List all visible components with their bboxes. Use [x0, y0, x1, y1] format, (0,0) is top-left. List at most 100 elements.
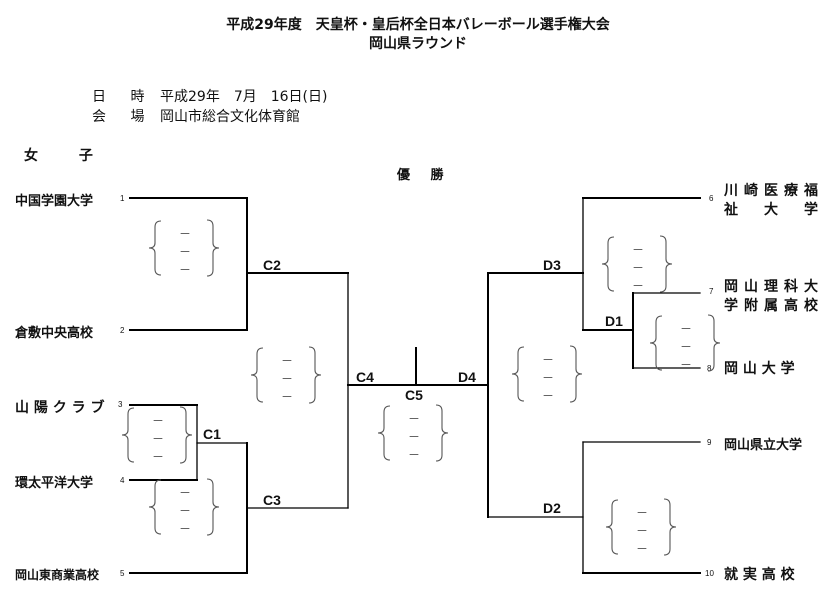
left-brace-icon — [605, 499, 619, 555]
score-box-d2[interactable]: － － － — [602, 498, 686, 556]
set-score: － — [152, 414, 165, 428]
set-score: － — [179, 486, 192, 500]
match-label-d1: D1 — [605, 313, 623, 329]
right-brace-icon — [179, 406, 193, 464]
match-label-c1: C1 — [203, 426, 221, 442]
team-6-seed: 6 — [709, 194, 714, 203]
team-7-name-line1: 岡山理科大 — [724, 279, 824, 295]
score-box-d3[interactable]: － － － — [598, 235, 682, 293]
set-score: － — [542, 389, 555, 403]
set-score: － — [152, 450, 165, 464]
left-brace-icon — [121, 407, 135, 463]
set-score: － — [179, 263, 192, 277]
brace-pair-icon — [250, 346, 322, 404]
set-score: － — [680, 358, 693, 372]
set-score: － — [281, 354, 294, 368]
match-label-c4: C4 — [356, 369, 374, 385]
team-4-seed: 4 — [120, 476, 125, 485]
team-2-name: 倉敷中央高校 — [15, 326, 94, 341]
score-box-c5[interactable]: － － － — [374, 404, 458, 462]
team-7-name-line2: 学附属高校 — [724, 298, 824, 314]
left-brace-icon — [377, 405, 391, 461]
champion-label: 優 勝 — [397, 168, 452, 183]
match-label-d2: D2 — [543, 500, 561, 516]
date-value: 平成29年 7月 16日(日) — [160, 89, 328, 105]
set-score: － — [636, 524, 649, 538]
set-score: － — [632, 279, 645, 293]
set-score: － — [636, 506, 649, 520]
left-brace-icon — [511, 346, 525, 402]
score-box-c3[interactable]: － － － — [145, 478, 229, 536]
score-box-d4[interactable]: － － － — [508, 345, 592, 403]
left-brace-icon — [148, 479, 162, 535]
brace-pair-icon — [511, 345, 583, 403]
brace-pair-icon — [148, 219, 220, 277]
team-7-seed: 7 — [709, 287, 714, 296]
right-brace-icon — [663, 498, 677, 556]
match-label-d4: D4 — [458, 369, 476, 385]
set-score: － — [408, 412, 421, 426]
match-label-c2: C2 — [263, 257, 281, 273]
brace-pair-icon — [148, 478, 220, 536]
team-2-seed: 2 — [120, 326, 125, 335]
set-score: － — [408, 448, 421, 462]
set-score: － — [542, 371, 555, 385]
set-score: － — [632, 243, 645, 257]
venue-label: 会 場 — [92, 109, 155, 125]
score-box-c1[interactable]: － － － — [118, 406, 202, 464]
set-score: － — [179, 522, 192, 536]
team-9-name: 岡山県立大学 — [724, 438, 803, 453]
team-1-seed: 1 — [120, 194, 125, 203]
tournament-subtitle: 岡山県ラウンド — [369, 36, 467, 52]
set-score: － — [636, 542, 649, 556]
match-label-c3: C3 — [263, 492, 281, 508]
score-box-c2[interactable]: － － － — [145, 219, 229, 277]
brace-pair-icon — [601, 235, 673, 293]
right-brace-icon — [569, 345, 583, 403]
brace-pair-icon — [377, 404, 449, 462]
set-score: － — [632, 261, 645, 275]
right-brace-icon — [206, 478, 220, 536]
set-score: － — [281, 372, 294, 386]
right-brace-icon — [659, 235, 673, 293]
team-5-name: 岡山東商業高校 — [15, 568, 100, 582]
venue-value: 岡山市総合文化体育館 — [160, 109, 300, 125]
date-label: 日 時 — [92, 89, 155, 105]
brace-pair-icon — [649, 314, 721, 372]
left-brace-icon — [148, 220, 162, 276]
set-score: － — [281, 390, 294, 404]
division-label: 女 子 — [24, 148, 111, 164]
team-5-seed: 5 — [120, 569, 125, 578]
set-score: － — [152, 432, 165, 446]
match-label-c5: C5 — [405, 387, 423, 403]
match-label-d3: D3 — [543, 257, 561, 273]
left-brace-icon — [601, 236, 615, 292]
score-box-d1[interactable]: － － － — [646, 314, 730, 372]
set-score: － — [680, 340, 693, 354]
set-score: － — [179, 245, 192, 259]
team-1-name: 中国学園大学 — [15, 194, 94, 209]
team-8-name: 岡 山 大 学 — [724, 361, 795, 377]
team-6-name-line2: 祉 大 学 — [724, 202, 824, 218]
team-10-seed: 10 — [705, 569, 714, 578]
set-score: － — [542, 353, 555, 367]
right-brace-icon — [707, 314, 721, 372]
set-score: － — [179, 504, 192, 518]
tournament-title: 平成29年度 天皇杯・皇后杯全日本バレーボール選手権大会 — [226, 17, 610, 33]
team-3-seed: 3 — [118, 400, 123, 409]
team-10-name: 就 実 高 校 — [724, 567, 795, 583]
team-4-name: 環太平洋大学 — [15, 476, 94, 491]
brace-pair-icon — [121, 406, 193, 464]
left-brace-icon — [250, 347, 264, 403]
set-score: － — [408, 430, 421, 444]
brace-pair-icon — [605, 498, 677, 556]
score-box-c4[interactable]: － － － — [247, 346, 331, 404]
team-9-seed: 9 — [707, 438, 712, 447]
right-brace-icon — [308, 346, 322, 404]
team-6-name-line1: 川崎医療福 — [724, 183, 824, 199]
set-score: － — [179, 227, 192, 241]
set-score: － — [680, 322, 693, 336]
team-3-name: 山 陽 ク ラ ブ — [15, 400, 105, 416]
right-brace-icon — [206, 219, 220, 277]
